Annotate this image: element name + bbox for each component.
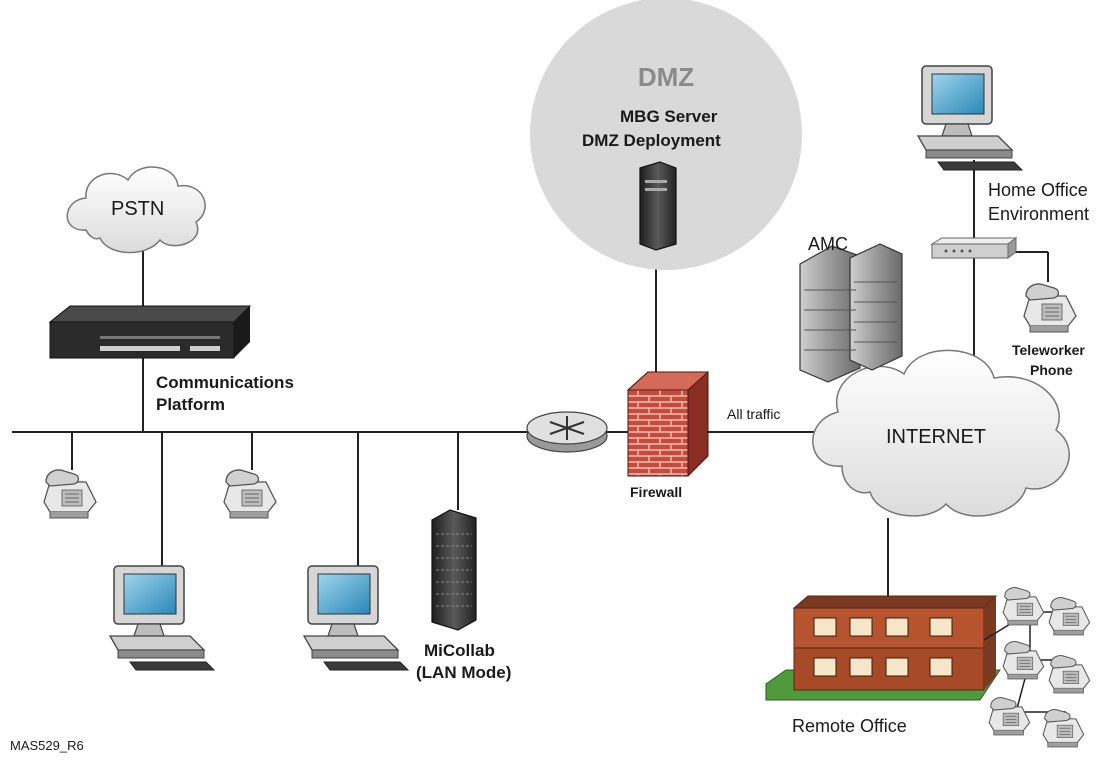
remote-office-label: Remote Office xyxy=(792,716,907,736)
remote-phone-icon xyxy=(988,697,1031,736)
home-office-label-line2: Environment xyxy=(988,204,1090,224)
communications-platform-icon xyxy=(48,305,252,359)
micollab-label-line1: MiCollab xyxy=(424,641,495,660)
firewall-label: Firewall xyxy=(630,484,683,500)
lan-computer-icon xyxy=(109,565,215,671)
internet-label: INTERNET xyxy=(886,426,986,448)
network-switch-icon xyxy=(930,237,1018,259)
internet-cloud-icon xyxy=(812,349,1070,517)
dmz-label: DMZ xyxy=(637,62,695,92)
firewall-icon xyxy=(626,371,710,477)
communications-platform-label-line1: Communications xyxy=(156,373,294,392)
remote-phone-icon xyxy=(1002,587,1045,626)
home-office-label-line1: Home Office xyxy=(988,180,1088,200)
micollab-server-icon xyxy=(431,509,477,631)
remote-phone-icon xyxy=(1002,641,1045,680)
remote-phone-icon xyxy=(1042,709,1085,748)
amc-label: AMC xyxy=(808,234,848,254)
lan-computer-icon xyxy=(303,565,409,671)
figure-id-label: MAS529_R6 xyxy=(10,738,84,753)
remote-phone-icon xyxy=(1048,597,1091,636)
dmz-server-icon xyxy=(639,161,677,251)
remote-phone-icon xyxy=(1048,655,1091,694)
mbg-server-label: MBG Server xyxy=(620,107,718,126)
teleworker-phone-label-line2: Phone xyxy=(1030,362,1073,378)
dmz-deployment-label: DMZ Deployment xyxy=(582,131,721,150)
remote-office-building-icon xyxy=(765,595,1001,701)
teleworker-phone-icon xyxy=(1023,283,1077,333)
remote-office-phone-group xyxy=(983,587,1091,748)
teleworker-phone-label-line1: Teleworker xyxy=(1012,342,1085,358)
lan-phone-icon xyxy=(43,469,97,519)
home-office-computer-icon xyxy=(917,65,1023,171)
amc-server-rack-icon xyxy=(799,243,903,383)
pstn-label: PSTN xyxy=(111,198,165,220)
all-traffic-label: All traffic xyxy=(727,406,781,422)
micollab-label-line2: (LAN Mode) xyxy=(416,663,512,682)
communications-platform-label-line2: Platform xyxy=(156,395,225,414)
lan-phone-icon xyxy=(223,469,277,519)
router-icon xyxy=(526,411,608,453)
dmz-zone xyxy=(530,0,802,270)
pstn-cloud-icon xyxy=(66,166,206,254)
